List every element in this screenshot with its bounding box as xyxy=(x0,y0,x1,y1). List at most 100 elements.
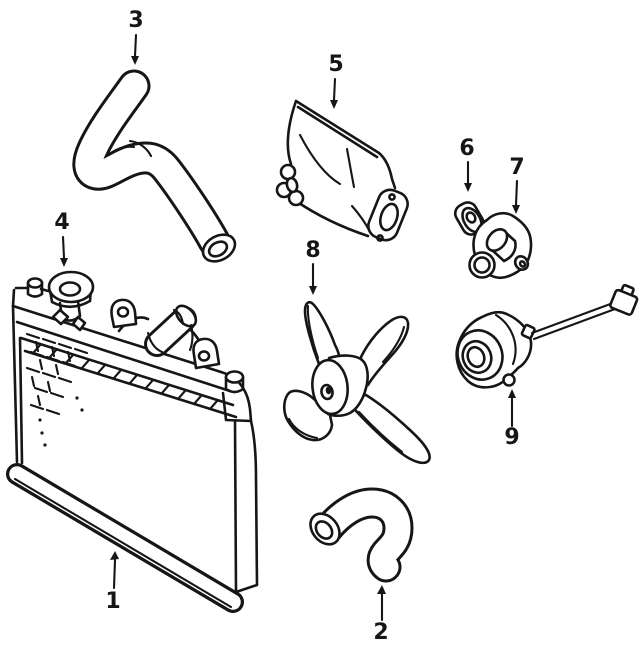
part-4-radiator-cap xyxy=(47,270,95,332)
motor-face-ring-middle xyxy=(461,339,493,375)
motor-mount-nub xyxy=(502,373,516,387)
seal-center-hole xyxy=(465,211,477,224)
bottom-rail-fill xyxy=(9,466,241,610)
bypass-fitting-lobe xyxy=(287,189,305,207)
core-left-edge xyxy=(11,304,24,465)
callout-7-leader xyxy=(514,179,519,207)
inlet-boss-face xyxy=(485,228,509,252)
fan-blade-right xyxy=(359,315,410,387)
inlet-ring-outer xyxy=(468,251,496,279)
callout-5[interactable]: 5 xyxy=(328,52,344,109)
fan-hub-center-dot xyxy=(325,386,332,395)
inlet-ring-inner xyxy=(473,256,491,274)
motor-wire xyxy=(530,301,617,341)
callout-1-arrowhead xyxy=(110,551,119,560)
fan-blade-bottom-right-edge-line xyxy=(357,410,404,454)
callout-7[interactable]: 7 xyxy=(509,155,525,214)
part-9-fan-motor xyxy=(455,283,639,389)
motor-face-ring-outer xyxy=(456,329,504,381)
lower-hose-fill xyxy=(315,490,411,580)
neck-tab xyxy=(51,308,70,326)
cap-top xyxy=(47,270,95,304)
tank-crimp-ticks xyxy=(32,342,219,411)
inlet-nipple-bore xyxy=(518,260,527,268)
callout-8[interactable]: 8 xyxy=(305,238,321,295)
callout-4[interactable]: 4 xyxy=(54,210,70,267)
outlet-body-outline xyxy=(286,99,397,238)
fan-blade-bottom-right xyxy=(350,393,431,465)
core-right-edge xyxy=(233,419,259,594)
callout-9-arrowhead xyxy=(508,389,516,398)
cap-top-inner xyxy=(58,281,82,297)
neck-lug xyxy=(71,315,87,332)
callout-2[interactable]: 2 xyxy=(373,585,389,645)
callout-3-leader xyxy=(133,33,138,58)
callout-7-arrowhead xyxy=(512,205,520,214)
callout-4-label[interactable]: 4 xyxy=(54,210,69,235)
outlet-pipe-base xyxy=(146,323,194,354)
callout-3[interactable]: 3 xyxy=(128,8,144,65)
callout-4-arrowhead xyxy=(60,258,68,267)
outlet-pipe-fill xyxy=(147,309,194,354)
fin-dot xyxy=(43,443,47,447)
callout-2-arrowhead xyxy=(377,585,386,594)
fin-dot xyxy=(75,396,79,400)
mount-bracket-right-hole xyxy=(197,350,211,362)
callout-3-label[interactable]: 3 xyxy=(128,8,143,33)
tank-stud-right-top xyxy=(224,370,245,384)
fin-dot xyxy=(40,431,44,435)
callout-9[interactable]: 9 xyxy=(504,389,520,450)
callout-4-leader xyxy=(61,235,66,260)
outlet-pipe-end-face xyxy=(174,304,198,328)
outlet-flange-bolt-hole xyxy=(388,193,396,201)
callout-6-label[interactable]: 6 xyxy=(459,136,474,161)
callout-2-label[interactable]: 2 xyxy=(373,620,388,645)
callout-7-label[interactable]: 7 xyxy=(509,155,524,180)
connector-body xyxy=(609,288,639,316)
callout-5-arrowhead xyxy=(330,100,338,109)
tank-long-edges xyxy=(11,304,238,419)
part-2-lower-hose xyxy=(309,487,414,583)
bypass-fitting-bore xyxy=(285,176,299,194)
upper-hose-fill xyxy=(75,72,228,255)
callout-1-label[interactable]: 1 xyxy=(105,589,120,614)
tank-stud-left-top xyxy=(26,277,44,289)
outlet-pipe-rim xyxy=(172,308,185,326)
callout-9-label[interactable]: 9 xyxy=(504,425,519,450)
motor-body-contour xyxy=(494,313,517,366)
motor-face-ring-inner xyxy=(466,345,486,369)
upper-hose-creases xyxy=(109,139,153,158)
callout-5-label[interactable]: 5 xyxy=(328,52,343,77)
fan-blade-right-edge-line xyxy=(381,325,406,364)
mount-bracket-left-hole xyxy=(116,306,130,318)
fin-dot xyxy=(80,408,84,412)
bottom-rail-inner-line xyxy=(13,477,233,609)
callout-1-leader xyxy=(112,558,117,590)
cap-skirt xyxy=(48,286,93,309)
lower-hose-bore xyxy=(314,520,334,540)
part-8-fan-blade xyxy=(282,300,431,465)
callout-6[interactable]: 6 xyxy=(459,136,475,192)
outlet-flange xyxy=(367,188,409,242)
callout-6-arrowhead xyxy=(464,183,472,192)
outlet-body-contours xyxy=(298,133,372,234)
callout-1[interactable]: 1 xyxy=(105,551,121,614)
callout-8-label[interactable]: 8 xyxy=(305,238,320,263)
callouts: 1 2 3 4 5 6 7 xyxy=(54,8,524,645)
fan-blade-top-edge-line xyxy=(306,304,320,360)
part-3-upper-hose xyxy=(72,69,237,263)
callout-3-arrowhead xyxy=(131,56,139,65)
motor-connector xyxy=(609,283,639,316)
fin-dot xyxy=(38,418,42,422)
outlet-flange-opening xyxy=(379,202,399,232)
fan-blade-top xyxy=(303,300,342,370)
outlet-flange-bolt-hole xyxy=(376,234,384,242)
mount-bracket-left xyxy=(110,298,138,329)
part-5-water-outlet xyxy=(275,99,409,242)
part-1-radiator xyxy=(6,277,259,613)
core-fin-hatching xyxy=(25,332,89,416)
part-7-water-inlet xyxy=(468,211,533,280)
fan-blade-bottom-left-edge-line xyxy=(287,417,319,440)
